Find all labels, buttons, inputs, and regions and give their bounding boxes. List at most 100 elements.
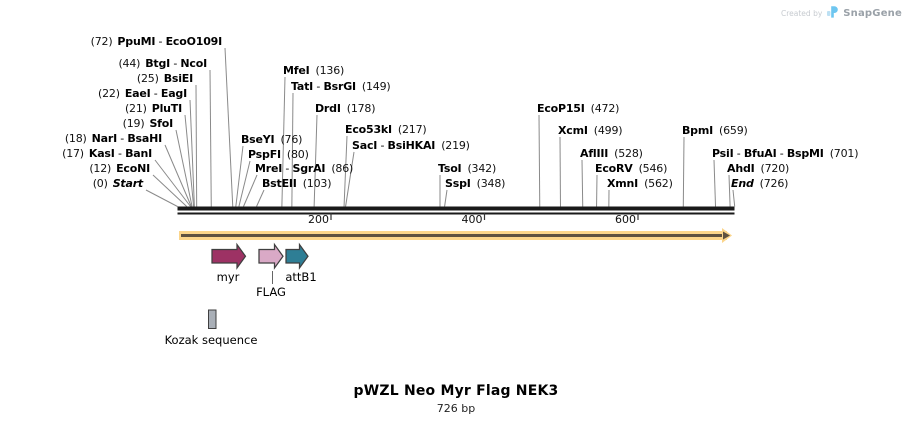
enzyme-leader-line [313, 114, 318, 207]
site-position: (103) [302, 177, 332, 190]
kozak-sequence-box[interactable] [208, 309, 217, 329]
enzyme-leader-line [154, 159, 191, 207]
enzyme-name: End [731, 177, 754, 190]
enzyme-leader-line [145, 189, 178, 207]
enzyme-name: SfoI [149, 117, 173, 130]
enzyme-site-label[interactable]: (12) EcoNI [89, 162, 150, 176]
enzyme-leader-line [291, 92, 294, 207]
enzyme-site-label[interactable]: MreI - SgrAI (86) [255, 162, 353, 176]
feature-arrow-myr[interactable] [211, 242, 247, 270]
enzyme-name: Start [112, 177, 143, 190]
site-position: (44) [118, 57, 141, 70]
site-position: (80) [286, 148, 309, 161]
snapgene-logo-icon [827, 4, 839, 23]
enzyme-site-label[interactable]: (44)BtgI - NcoI [118, 57, 207, 71]
enzyme-site-label[interactable]: (22)EaeI - EagI [98, 87, 187, 101]
feature-label-myr[interactable]: myr [216, 270, 240, 284]
enzyme-name: EagI [160, 87, 187, 100]
site-position: (217) [397, 123, 427, 136]
enzyme-leader-line [164, 144, 192, 207]
enzyme-site-label[interactable]: Eco53kI(217) [345, 123, 427, 137]
enzyme-leader-line [728, 174, 731, 207]
ruler-number: 200 [308, 213, 329, 226]
snapgene-watermark: Created by SnapGene [781, 4, 902, 23]
enzyme-name: SgrAI [292, 162, 326, 175]
enzyme-leader-line [713, 159, 717, 207]
enzyme-separator: - [313, 80, 324, 93]
map-length: 726 bp [436, 402, 476, 415]
enzyme-leader-line [152, 174, 188, 207]
enzyme-site-label[interactable]: (0) Start [93, 177, 143, 191]
enzyme-name: SacI [352, 139, 378, 152]
enzyme-leader-line [224, 47, 234, 207]
enzyme-name: NcoI [180, 57, 207, 70]
enzyme-name: SspI [445, 177, 471, 190]
site-position: (348) [476, 177, 506, 190]
site-position: (17) [62, 147, 84, 160]
enzyme-site-label[interactable]: PspFI(80) [248, 148, 309, 162]
enzyme-site-label[interactable]: BstEII(103) [262, 177, 331, 191]
enzyme-site-label[interactable]: (17)KasI - BanI [62, 147, 152, 161]
enzyme-site-label[interactable]: PsiI - BfuAI - BspMI(701) [712, 147, 858, 161]
enzyme-site-label[interactable]: (19) SfoI [122, 117, 174, 131]
enzyme-site-label[interactable]: AflIII (528) [580, 147, 643, 161]
feature-label-FLAG[interactable]: FLAG [256, 285, 286, 299]
site-position: (0) [92, 177, 108, 190]
enzyme-separator: - [733, 147, 744, 160]
enzyme-separator: - [150, 87, 161, 100]
enzyme-name: AflIII [580, 147, 609, 160]
enzyme-site-label[interactable]: SacI - BsiHKAI(219) [352, 139, 470, 153]
enzyme-site-label[interactable]: BseYI(76) [241, 133, 302, 147]
enzyme-name: BtgI [145, 57, 171, 70]
enzyme-site-label[interactable]: (72)PpuMI - EcoO109I [90, 35, 223, 49]
site-position: (86) [331, 162, 354, 175]
kozak-sequence-label[interactable]: Kozak sequence [164, 333, 258, 347]
site-position: (21) [124, 102, 147, 115]
enzyme-leader-line [209, 69, 212, 207]
enzyme-site-label[interactable]: BpmI(659) [682, 124, 748, 138]
site-position: (72) [90, 35, 113, 48]
enzyme-name: EcoNI [116, 162, 150, 175]
ruler-number: 400 [461, 213, 483, 226]
enzyme-site-label[interactable]: TsoI(342) [438, 162, 496, 176]
enzyme-site-label[interactable]: End(726) [731, 177, 788, 191]
enzyme-site-label[interactable]: XcmI(499) [558, 124, 623, 138]
enzyme-site-label[interactable]: AhdI(720) [727, 162, 789, 176]
enzyme-site-label[interactable]: DrdI(178) [315, 102, 376, 116]
feature-arrow-attB1[interactable] [285, 242, 309, 270]
enzyme-site-label[interactable]: MfeI(136) [283, 64, 344, 78]
enzyme-name: MreI [255, 162, 283, 175]
enzyme-leader-line [184, 114, 195, 207]
enzyme-site-label[interactable]: TatI - BsrGI(149) [291, 80, 391, 94]
enzyme-name: PsiI [712, 147, 734, 160]
enzyme-separator: - [282, 162, 293, 175]
enzyme-site-label[interactable]: (21)PluTI [125, 102, 182, 116]
site-position: (136) [315, 64, 345, 77]
enzyme-name: BsiEI [163, 72, 194, 85]
site-position: (562) [644, 177, 673, 190]
enzyme-site-label[interactable]: EcoRV(546) [595, 162, 667, 176]
site-position: (19) [122, 117, 145, 130]
enzyme-leader-line [238, 160, 251, 207]
site-position: (219) [441, 139, 470, 152]
enzyme-separator: - [377, 139, 388, 152]
enzyme-site-label[interactable]: (25)BsiEI [137, 72, 193, 86]
enzyme-site-label[interactable]: XmnI(562) [607, 177, 673, 191]
enzyme-leader-line [281, 76, 286, 207]
enzyme-name: NarI [91, 132, 118, 145]
site-position: (149) [361, 80, 391, 93]
site-position: (546) [638, 162, 668, 175]
feature-arrow-FLAG[interactable] [258, 242, 284, 270]
enzyme-leader-line [175, 129, 193, 207]
feature-label-attB1[interactable]: attB1 [285, 270, 317, 284]
site-position: (528) [614, 147, 643, 160]
enzyme-name: BspMI [786, 147, 824, 160]
title-block: pWZL Neo Myr Flag NEK3 726 bp [0, 383, 912, 415]
enzyme-site-label[interactable]: EcoP15I(472) [537, 102, 619, 116]
site-position: (12) [89, 162, 112, 175]
enzyme-site-label[interactable]: (18)NarI - BsaHI [65, 132, 162, 146]
enzyme-leader-line [345, 151, 355, 207]
vector-arrowhead [723, 231, 730, 240]
enzyme-site-label[interactable]: SspI (348) [445, 177, 505, 191]
